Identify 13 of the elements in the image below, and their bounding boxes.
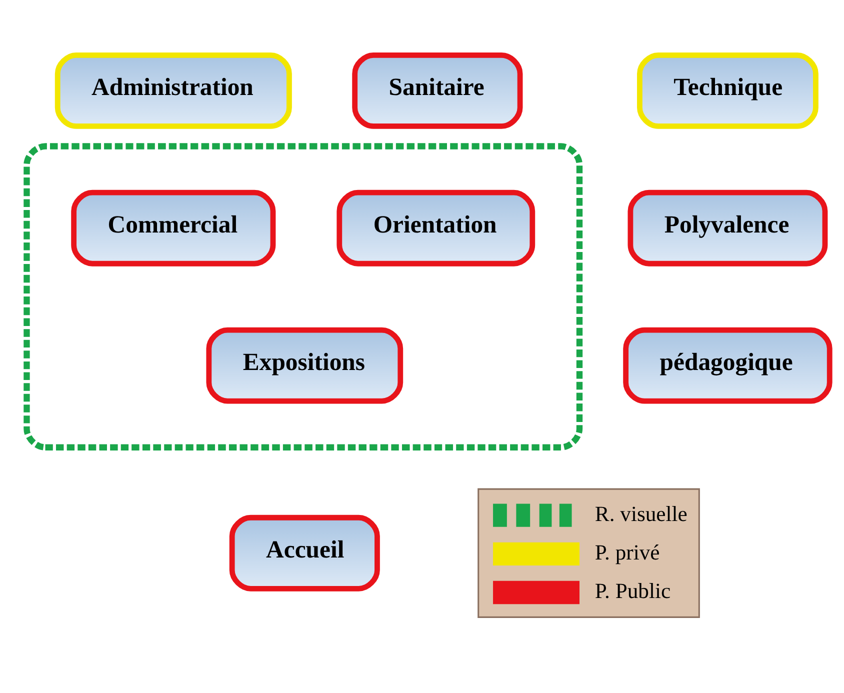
legend-label: P. privé	[594, 540, 660, 564]
node-box: pédagogique	[623, 326, 832, 404]
legend-label: R. visuelle	[594, 502, 688, 526]
node-box: Expositions	[206, 326, 404, 404]
node-box: Technique	[637, 52, 818, 128]
node-box: Polyvalence	[628, 189, 828, 266]
cluster	[24, 142, 583, 450]
node-box: Administration	[54, 52, 292, 128]
node-box: Commercial	[71, 189, 276, 266]
node-box: Accueil	[229, 514, 380, 591]
node-box: Sanitaire	[352, 52, 523, 128]
legend-label: P. Public	[594, 578, 671, 603]
node-box: Orientation	[336, 189, 536, 266]
